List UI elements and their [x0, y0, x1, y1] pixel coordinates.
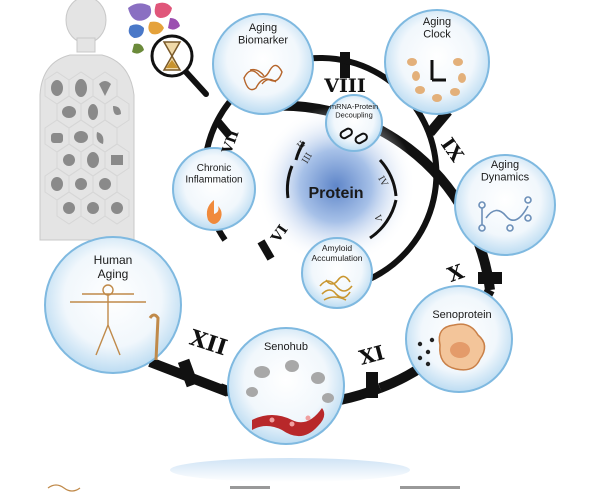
brain-icon: [51, 80, 63, 96]
label-line: Senoprotein: [432, 309, 491, 321]
label-line: Dynamics: [481, 172, 530, 184]
label-line: Amyloid: [322, 243, 353, 253]
tick-x: [478, 272, 502, 284]
node-amyloid-accumulation: [301, 237, 373, 309]
heart-icon: [99, 81, 111, 96]
organ-hexagon-grid: [44, 71, 130, 225]
label-line: Accumulation: [311, 253, 362, 263]
protein-structure-icon: [243, 64, 283, 91]
label-line: Clock: [423, 29, 451, 41]
organ-icon: [63, 202, 75, 214]
node-chronic-inflammation: [172, 147, 256, 231]
tick-ix: [426, 108, 452, 136]
node-senohub: [227, 327, 345, 445]
numeral-xi: XI: [357, 340, 387, 370]
node-mrna-protein-decoupling: [325, 94, 383, 152]
node-aging-biomarker: [212, 13, 314, 115]
label-line: Senohub: [264, 341, 308, 353]
stomach-icon: [88, 104, 98, 120]
numeral-v: V: [371, 213, 382, 223]
numeral-xii: XII: [186, 325, 230, 361]
secreted-particles-icon: [417, 337, 435, 367]
lung-icon: [75, 79, 87, 97]
dynamics-diagram-icon: [478, 196, 532, 232]
human-body-illustration: [39, 0, 209, 241]
senescent-cell-icon: [438, 323, 486, 371]
tick-xi: [366, 372, 378, 398]
magnifier-icon: [150, 34, 209, 97]
tick-xii: [177, 358, 199, 388]
protein-blob-icons: [407, 58, 466, 102]
tick-vii: [215, 119, 233, 139]
bone-icon: [51, 177, 63, 191]
vitruvian-man-icon: [70, 284, 146, 356]
spleen-icon: [74, 131, 88, 143]
node-aging-clock: [384, 9, 490, 115]
pancreas-icon: [51, 133, 63, 143]
label-line: mRNA-Protein: [330, 102, 378, 111]
blood-vessel-icon: [252, 408, 325, 437]
node-senoprotein: [405, 285, 513, 393]
walking-cane-icon: [148, 313, 160, 361]
cell-cluster-icon: [87, 202, 99, 214]
fire-icon: [206, 200, 222, 224]
senoprotein-label: Senoprotein: [432, 309, 491, 321]
intestine-icon: [96, 132, 104, 144]
label-line: Aging: [491, 159, 519, 171]
organ-color-patches: [128, 2, 180, 54]
label-line: Aging: [98, 267, 129, 281]
clock-icon: [430, 60, 446, 82]
label-line: Inflammation: [185, 175, 242, 186]
skin-icon: [111, 155, 123, 165]
numeral-viii: VIII: [323, 75, 366, 97]
tissue-icon: [75, 178, 87, 190]
kidney-icon: [113, 106, 121, 115]
node-human-aging: [44, 236, 182, 374]
label-line: Biomarker: [238, 35, 288, 47]
node-aging-dynamics: [454, 154, 556, 256]
label-line: Human: [94, 253, 133, 267]
broken-link-icon: [339, 127, 368, 145]
label-line: Aging: [423, 16, 451, 28]
tick-viii: [340, 52, 350, 78]
organs-icon: [246, 360, 334, 403]
label-line: Decoupling: [335, 111, 373, 120]
numeral-ix: IX: [436, 134, 468, 166]
numeral-x: X: [444, 259, 467, 287]
protein-center-label: Protein: [308, 185, 363, 202]
label-line: Aging: [249, 22, 277, 34]
numeral-iii: III: [301, 151, 315, 166]
base-reflection: [0, 458, 591, 494]
amyloid-fibril-icon: [319, 275, 353, 301]
muscle-icon: [87, 152, 99, 168]
inner-protein-ring: [256, 106, 416, 266]
senohub-label: Senohub: [264, 341, 308, 353]
bladder-icon: [63, 154, 75, 166]
tick-vi: [257, 239, 275, 261]
protein-core-glow: [256, 106, 416, 266]
vessel-icon: [111, 202, 123, 214]
label-line: Chronic: [197, 163, 231, 174]
liver-icon: [62, 106, 76, 118]
label-line: Protein: [308, 185, 363, 202]
gland-icon: [99, 178, 111, 190]
